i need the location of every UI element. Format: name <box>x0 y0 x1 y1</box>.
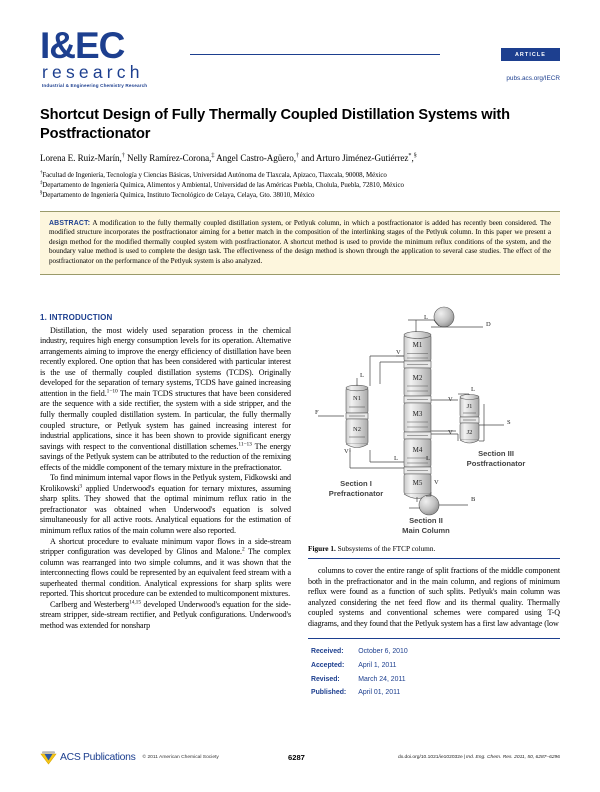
stage-label-m2: M2 <box>413 374 423 382</box>
journal-logo-subtitle: research <box>42 62 144 82</box>
copyright-text: © 2011 American Chemical Society <box>142 755 219 760</box>
figure-section-label-ii-line1: Section II <box>409 516 443 525</box>
figure-section-label-iii-line2: Postfractionator <box>467 459 526 468</box>
stream-label-l: L <box>424 314 428 321</box>
stream-label-v: V <box>434 479 439 486</box>
affiliation-item: §Departamento de Ingeniería Química, Ins… <box>40 191 315 200</box>
journal-masthead: I&EC research Industrial & Engineering C… <box>40 25 560 92</box>
date-label: Published: <box>311 689 347 697</box>
abstract-block: ABSTRACT: A modification to the fully th… <box>40 210 560 275</box>
figure-caption-label: Figure 1. <box>308 543 336 553</box>
body-paragraph: columns to cover the entire range of spl… <box>308 566 560 628</box>
date-value: October 6, 2010 <box>358 648 408 656</box>
figure-section-label-i-line2: Prefractionator <box>329 489 383 498</box>
stream-label-v: V <box>448 429 453 436</box>
stream-label-f: F <box>315 409 319 416</box>
dates-divider-rule <box>308 638 560 640</box>
affiliation-item: †Facultad de Ingeniería, Tecnología y Ci… <box>40 170 387 179</box>
article-type-badge: ARTICLE <box>500 48 560 61</box>
stream-label-d: D <box>486 321 491 328</box>
author-list: Lorena E. Ruiz-Marín,† Nelly Ramírez-Cor… <box>40 151 417 163</box>
stream-label-s: S <box>507 419 511 426</box>
body-paragraph: Distillation, the most widely used separ… <box>40 325 292 472</box>
acs-publications-text: ACS Publications <box>60 752 136 763</box>
section-heading-introduction: 1. INTRODUCTION <box>40 312 113 322</box>
stream-label-l: L <box>426 455 430 462</box>
stage-label-n2: N2 <box>353 426 361 433</box>
stream-label-l: L <box>360 372 364 379</box>
date-label: Received: <box>311 648 344 656</box>
date-row: Published: April 01, 2011 <box>310 687 409 699</box>
stream-label-v: V <box>396 349 401 356</box>
body-paragraph: A shortcut procedure to evaluate minimum… <box>40 536 291 599</box>
stage-label-j2: J2 <box>467 429 473 436</box>
body-paragraph: Carlberg and Westerberg14,15 developed U… <box>40 599 291 630</box>
abstract-body: A modification to the fully thermally co… <box>49 218 551 265</box>
affiliation-list: †Facultad de Ingeniería, Tecnología y Ci… <box>40 171 560 202</box>
date-label: Revised: <box>311 675 340 683</box>
stream-label-v: V <box>344 448 349 455</box>
figure-caption-text: Subsystems of the FTCP column. <box>337 543 436 553</box>
date-row: Revised: March 24, 2011 <box>310 674 409 686</box>
stream-label-l: L <box>471 386 475 393</box>
page-footer: ACS Publications © 2011 American Chemica… <box>40 750 560 765</box>
publisher-url-link[interactable]: pubs.acs.org/IECR <box>506 75 560 82</box>
figure-section-label-ii-line2: Main Column <box>402 526 450 535</box>
doi-citation: dx.doi.org/10.1021/ie102032e|Ind. Eng. C… <box>398 755 560 760</box>
stage-label-j1: J1 <box>467 403 473 410</box>
citation-text: Ind. Eng. Chem. Res. 2011, 50, 6287–6296 <box>466 755 560 760</box>
date-row: Received: October 6, 2010 <box>310 646 409 658</box>
date-row: Accepted: April 1, 2011 <box>310 660 409 672</box>
stage-label-m4: M4 <box>413 446 423 454</box>
figure-section-label-i-line1: Section I <box>340 479 372 488</box>
journal-logo-tagline: Industrial & Engineering Chemistry Resea… <box>42 83 148 88</box>
publication-dates: Received: October 6, 2010 Accepted: Apri… <box>308 644 411 700</box>
acs-diamond-icon <box>40 751 57 765</box>
date-value: March 24, 2011 <box>358 675 406 683</box>
body-paragraph: To find minimum internal vapor flows in … <box>40 473 291 535</box>
page-title: Shortcut Design of Fully Thermally Coupl… <box>40 107 510 142</box>
figure-section-label-iii-line1: Section III <box>478 449 514 458</box>
masthead-rule <box>190 54 440 56</box>
stream-label-b: B <box>471 496 476 503</box>
doi-text[interactable]: dx.doi.org/10.1021/ie102032e <box>398 755 463 760</box>
date-label: Accepted: <box>311 661 345 669</box>
figure-1-diagram: M1 M2 <box>308 290 560 540</box>
abstract-label: ABSTRACT: <box>49 219 91 227</box>
page-number: 6287 <box>288 753 305 762</box>
ftcp-column-schematic: M1 M2 <box>315 306 526 535</box>
body-columns: 1. INTRODUCTION Distillation, the most w… <box>40 285 560 701</box>
reboiler-icon <box>418 494 440 515</box>
stage-label-m1: M1 <box>413 341 423 349</box>
left-column: 1. INTRODUCTION Distillation, the most w… <box>40 285 291 701</box>
stream-label-v: V <box>448 396 453 403</box>
right-column: M1 M2 <box>308 285 560 701</box>
stage-label-m3: M3 <box>413 410 423 418</box>
date-value: April 01, 2011 <box>358 689 401 697</box>
journal-logo-title: I&EC <box>40 25 125 66</box>
stage-label-n1: N1 <box>353 395 361 402</box>
figure-caption: Figure 1. Subsystems of the FTCP column. <box>308 544 560 554</box>
date-value: April 1, 2011 <box>358 661 397 669</box>
acs-publications-logo: ACS Publications © 2011 American Chemica… <box>40 750 219 765</box>
figure-divider-rule <box>308 558 560 560</box>
stream-label-l: L <box>394 455 398 462</box>
stage-label-m5: M5 <box>413 479 423 487</box>
journal-logo: I&EC research Industrial & Engineering C… <box>40 25 230 88</box>
affiliation-item: ‡Departamento de Ingeniería Química, Ali… <box>40 180 404 190</box>
abstract-text: ABSTRACT: A modification to the fully th… <box>49 219 551 267</box>
